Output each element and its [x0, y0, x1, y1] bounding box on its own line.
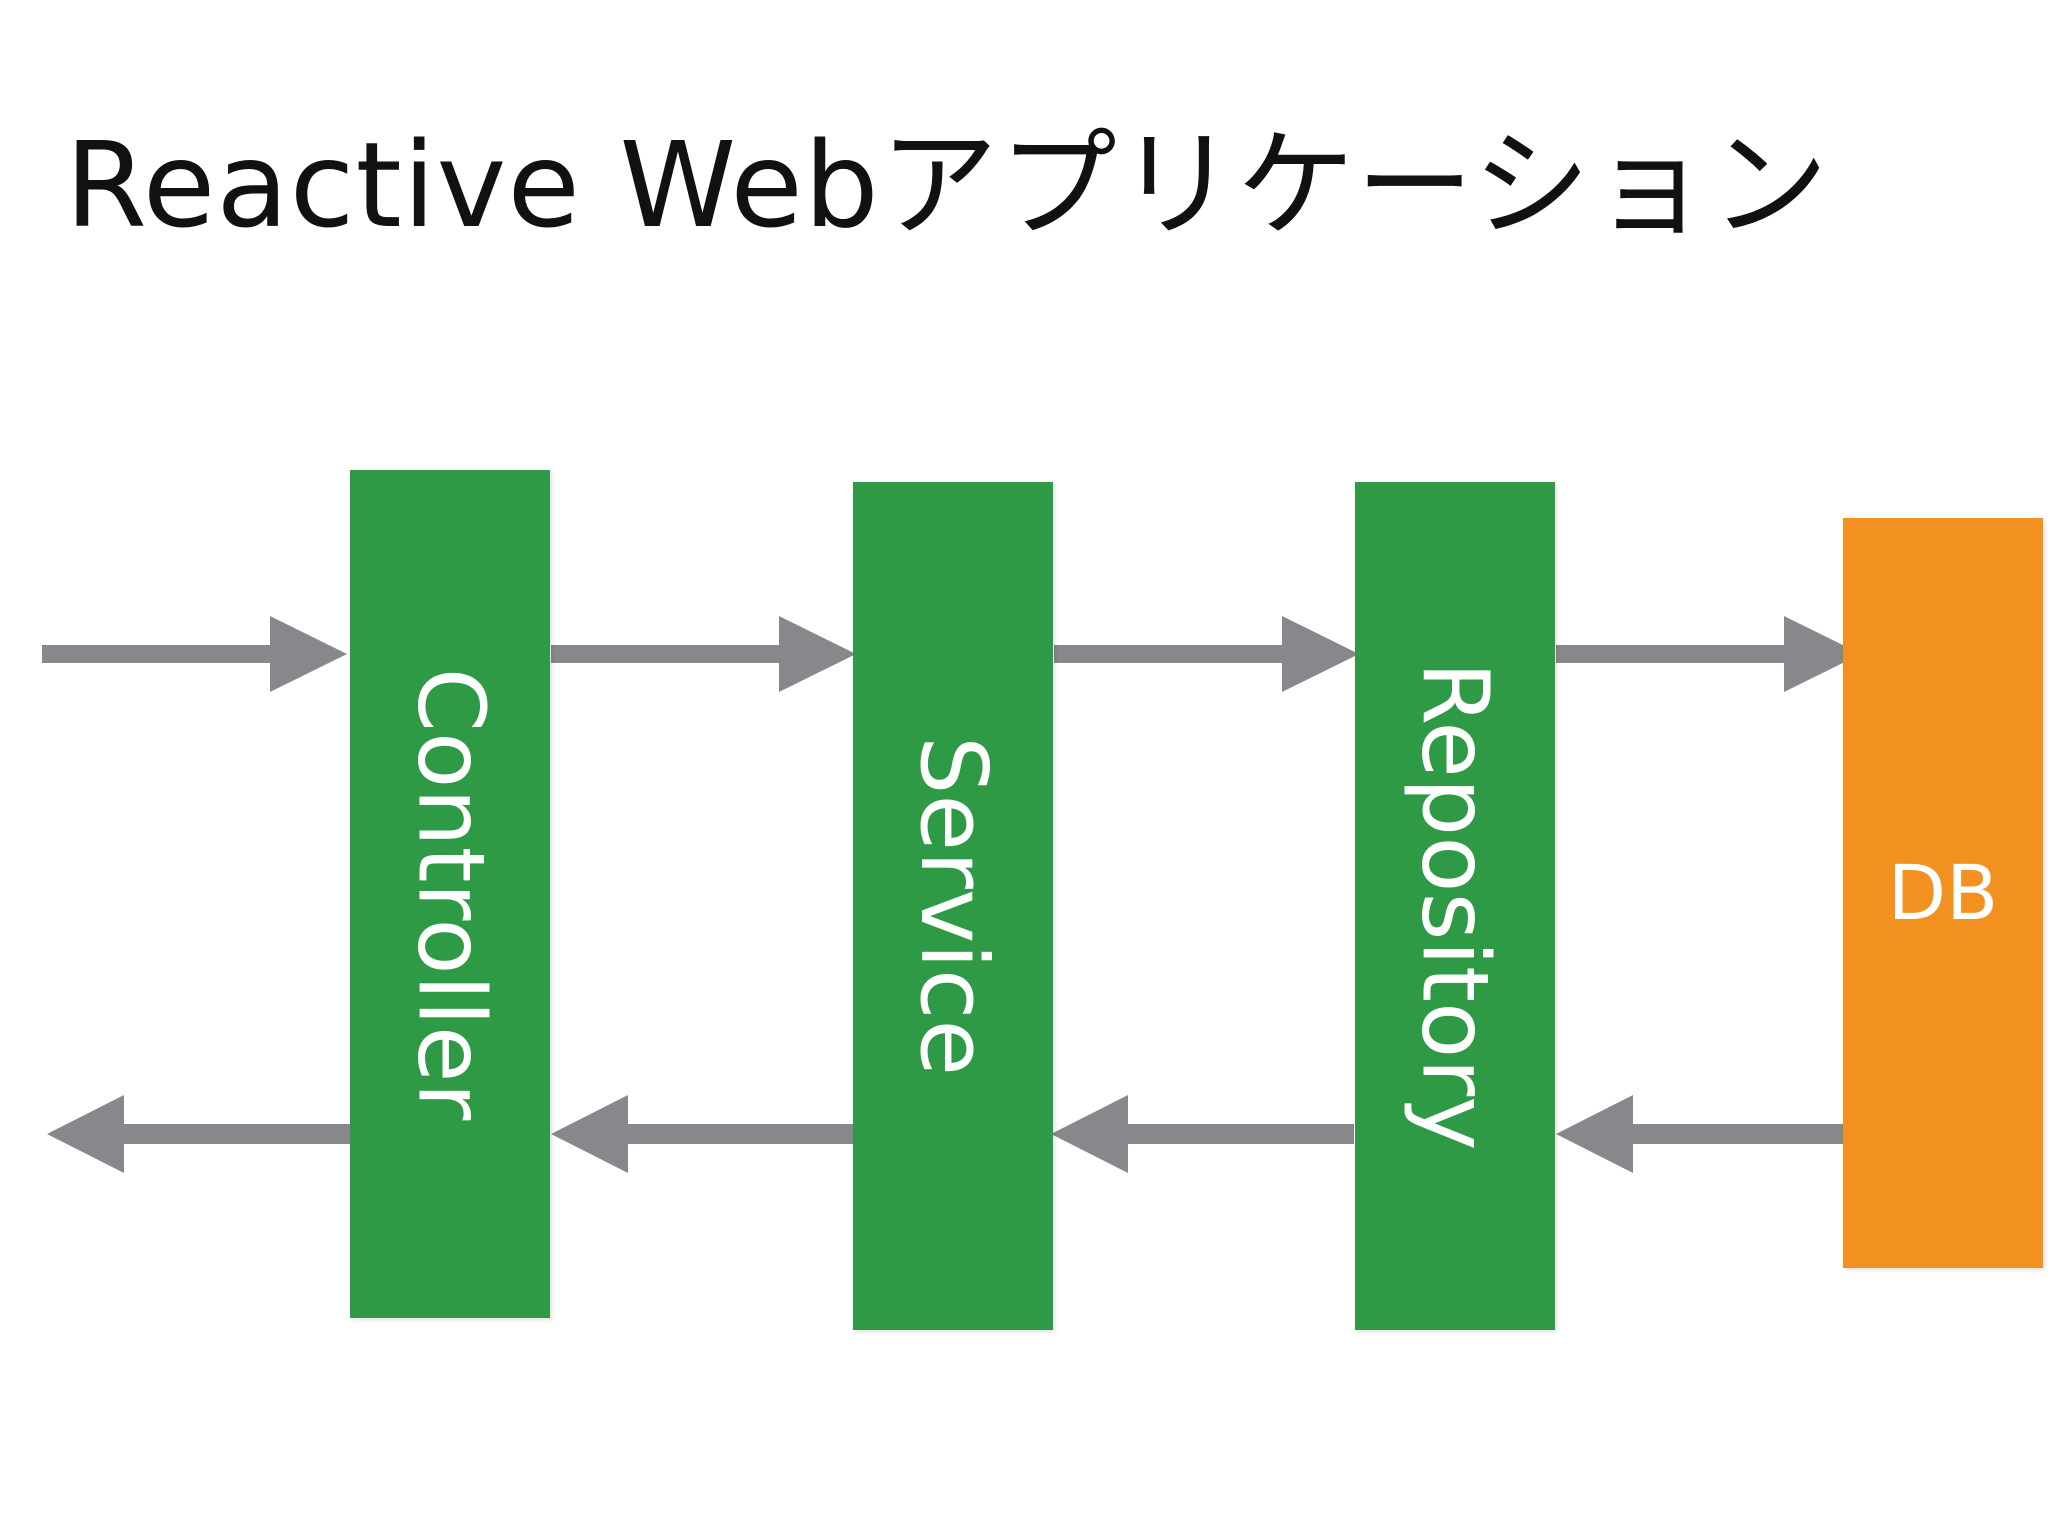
repository-label: Repository: [1402, 661, 1510, 1151]
controller-label: Controller: [397, 667, 505, 1121]
request-arrow-repository-to-db: [1556, 616, 1861, 692]
request-arrow-into-controller: [42, 616, 347, 692]
response-arrow-out-of-controller: [47, 1095, 350, 1173]
service-block: Service: [853, 482, 1053, 1330]
controller-block: Controller: [350, 470, 550, 1318]
request-arrow-controller-to-service: [551, 616, 856, 692]
response-arrow-db-to-repository: [1556, 1095, 1843, 1173]
response-arrow-repository-to-service: [1051, 1095, 1354, 1173]
db-label: DB: [1887, 848, 1999, 937]
service-label: Service: [900, 735, 1008, 1077]
slide-title: Reactive Webアプリケーション: [65, 116, 1830, 254]
request-arrow-service-to-repository: [1054, 616, 1359, 692]
repository-block: Repository: [1355, 482, 1555, 1330]
db-block: DB: [1843, 518, 2043, 1268]
response-arrow-service-to-controller: [551, 1095, 854, 1173]
